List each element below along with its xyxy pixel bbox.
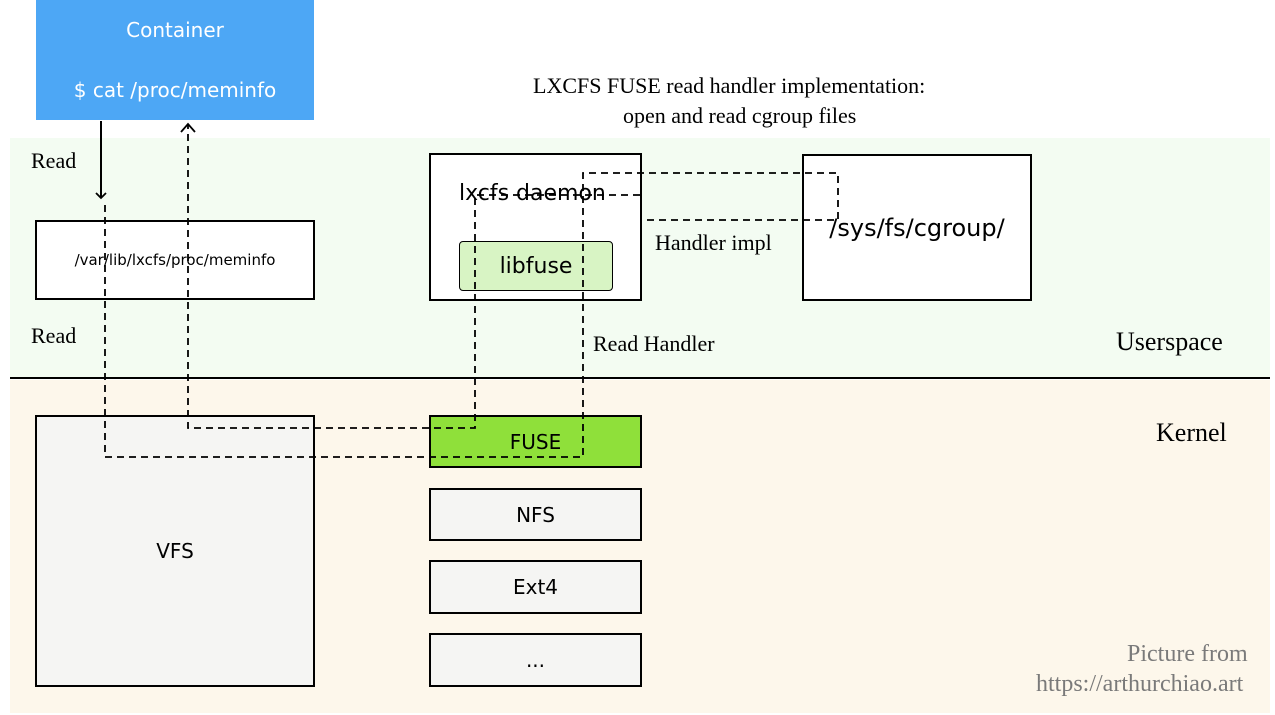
read-request-path [104,172,839,458]
meminfo-path-box: /var/lib/lxcfs/proc/meminfo [35,220,315,300]
credit-line-1: Picture from [1127,641,1248,667]
read-response-path [187,125,640,429]
read-handler-label: Read Handler [593,331,715,356]
fuse-box: FUSE [429,415,642,468]
more-fs-label: ... [525,648,546,672]
libfuse-box: libfuse [459,241,613,291]
lxcfs-daemon-label: lxcfs daemon [459,181,606,206]
credit-line-2: https://arthurchiao.art [1036,671,1244,697]
userspace-kernel-divider [10,377,1270,379]
nfs-box: NFS [429,488,642,541]
ext4-label: Ext4 [512,575,559,599]
caption-line-1: LXCFS FUSE read handler implementation: [533,73,926,98]
ext4-box: Ext4 [429,560,642,614]
nfs-label: NFS [516,502,555,527]
handler-impl-label: Handler impl [655,230,772,255]
container-command: $ cat /proc/meminfo [73,78,277,102]
container-title: Container [126,18,224,42]
vfs-label: VFS [156,539,194,563]
read-label-top: Read [31,148,77,173]
kernel-label: Kernel [1156,418,1227,447]
userspace-label: Userspace [1116,327,1223,356]
read-label-bottom: Read [31,323,77,348]
libfuse-label: libfuse [499,253,573,279]
lxcfs-daemon-box: lxcfs daemon libfuse [429,153,642,301]
more-fs-box: ... [429,633,642,687]
cgroup-box: /sys/fs/cgroup/ [802,154,1032,301]
vfs-box: VFS [35,415,315,687]
return-arrow-head [180,122,196,133]
fuse-label: FUSE [509,429,562,454]
meminfo-path-label: /var/lib/lxcfs/proc/meminfo [74,251,276,269]
cgroup-path-label: /sys/fs/cgroup/ [829,213,1005,242]
container-box: Container $ cat /proc/meminfo [36,0,314,120]
caption-line-2: open and read cgroup files [623,103,857,128]
